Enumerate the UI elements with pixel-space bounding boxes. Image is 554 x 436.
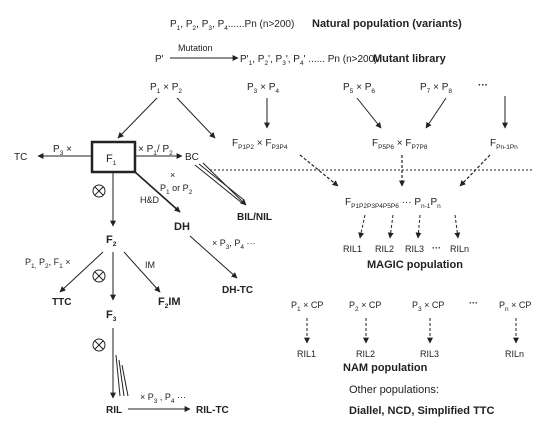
f2im-label: F2IM bbox=[158, 296, 181, 310]
arrow-to-f1 bbox=[117, 97, 158, 139]
other-populations-title: Other populations: bbox=[349, 384, 439, 396]
bc-line-2 bbox=[198, 163, 245, 201]
magic-ril-3: RIL3 bbox=[405, 244, 424, 254]
dashed-arrow-3 bbox=[459, 154, 491, 187]
p3-cross: P3 × bbox=[53, 144, 72, 157]
magic-population-label: MAGIC population bbox=[367, 259, 463, 271]
selfing-icon-2-x2 bbox=[94, 271, 104, 281]
arrow-to-f2im bbox=[123, 251, 161, 293]
magic-f-all: FP1P2P3P4P5P6 ··· Pn-1Pn bbox=[345, 197, 441, 210]
bc-cross-parents: P1 or P2 bbox=[160, 183, 193, 196]
fpn1pn: FPn-1Pn bbox=[490, 138, 518, 151]
arrow-to-fp1p2 bbox=[176, 97, 216, 139]
nam-population-label: NAM population bbox=[343, 362, 428, 374]
nam-ril-2: RIL2 bbox=[356, 349, 375, 359]
f3-label: F3 bbox=[106, 309, 117, 323]
ril-line-1 bbox=[115, 354, 121, 397]
f1-box bbox=[90, 140, 137, 174]
ril-tc-label: RIL-TC bbox=[196, 405, 229, 416]
nam-cross-2: P2 × CP bbox=[349, 300, 381, 313]
natural-population-label: Natural population (variants) bbox=[312, 18, 462, 30]
hd-label: H&D bbox=[140, 195, 160, 205]
magic-arrow-2 bbox=[387, 214, 394, 239]
selfing-icon-1-x2 bbox=[94, 186, 104, 196]
mutant-library-label: Mutant library bbox=[373, 53, 447, 65]
bc-label: BC bbox=[185, 152, 199, 163]
p-prime: P' bbox=[155, 54, 164, 65]
magic-ril-n: RILn bbox=[450, 244, 469, 254]
cross-p5-p6: P5 × P6 bbox=[343, 82, 375, 95]
nam-cross-3: P3 × CP bbox=[412, 300, 444, 313]
cross-p7-p8: P7 × P8 bbox=[420, 82, 452, 95]
nam-ril-3: RIL3 bbox=[420, 349, 439, 359]
ril-line-2 bbox=[118, 359, 125, 397]
magic-arrow-3 bbox=[415, 214, 422, 239]
dh-label: DH bbox=[174, 221, 190, 233]
mutant-variants: P'1, P2', P3', P4' ...... Pn (n>200) bbox=[240, 54, 378, 67]
cross-p3-p4: P3 × P4 bbox=[247, 82, 279, 95]
nam-cross-n: Pn × CP bbox=[499, 300, 531, 313]
mutation-label: Mutation bbox=[178, 43, 213, 53]
arrow-to-ttc bbox=[59, 251, 104, 293]
cross-ellipsis: ··· bbox=[478, 80, 488, 91]
f2-label: F2 bbox=[106, 234, 117, 248]
bc-cross-x: × bbox=[170, 170, 175, 180]
nam-cross-ellipsis: ··· bbox=[469, 298, 478, 308]
magic-arrow-1 bbox=[358, 214, 366, 239]
dh-cross: × P3, P4 ··· bbox=[212, 238, 256, 251]
other-populations-list: Diallel, NCD, Simplified TTC bbox=[349, 405, 495, 417]
im-label: IM bbox=[145, 260, 155, 270]
dashed-arrow-1 bbox=[299, 154, 339, 187]
natural-variants: P1, P2, P3, P4......Pn (n>200) bbox=[170, 19, 294, 32]
arrow-to-fp5p6 bbox=[356, 97, 382, 129]
arrow-to-dh bbox=[134, 171, 181, 213]
magic-arrow-4 bbox=[454, 214, 461, 239]
arrow-to-dh-tc bbox=[189, 235, 238, 279]
nam-cross-1: P1 × CP bbox=[291, 300, 323, 313]
bil-nil-label: BIL/NIL bbox=[237, 212, 272, 223]
f1-backcross: × P1/ P2 bbox=[138, 144, 173, 157]
ril-line-3 bbox=[121, 364, 129, 397]
tc-label: TC bbox=[14, 152, 27, 163]
fp5p6-x-fp7p8: FP5P6 × FP7P8 bbox=[372, 138, 428, 151]
nam-ril-1: RIL1 bbox=[297, 349, 316, 359]
nam-ril-n: RILn bbox=[505, 349, 524, 359]
bc-line-1 bbox=[194, 164, 243, 204]
ttc-cross: P1, P2, F1 × bbox=[25, 257, 70, 270]
ril-cross: × P3 , P4 ··· bbox=[140, 392, 186, 405]
bc-arrow bbox=[202, 162, 247, 206]
arrow-to-fp7p8 bbox=[425, 97, 447, 129]
f1-label: F1 bbox=[106, 153, 117, 167]
ttc-label: TTC bbox=[52, 297, 71, 308]
selfing-icon-3-x2 bbox=[94, 340, 104, 350]
cross-p1-p2: P1 × P2 bbox=[150, 82, 182, 95]
ril-label: RIL bbox=[106, 405, 122, 416]
dh-tc-label: DH-TC bbox=[222, 285, 253, 296]
fp1p2-x-fp3p4: FP1P2 × FP3P4 bbox=[232, 138, 288, 151]
magic-ril-ellipsis: ··· bbox=[432, 243, 441, 253]
magic-ril-2: RIL2 bbox=[375, 244, 394, 254]
magic-ril-1: RIL1 bbox=[343, 244, 362, 254]
